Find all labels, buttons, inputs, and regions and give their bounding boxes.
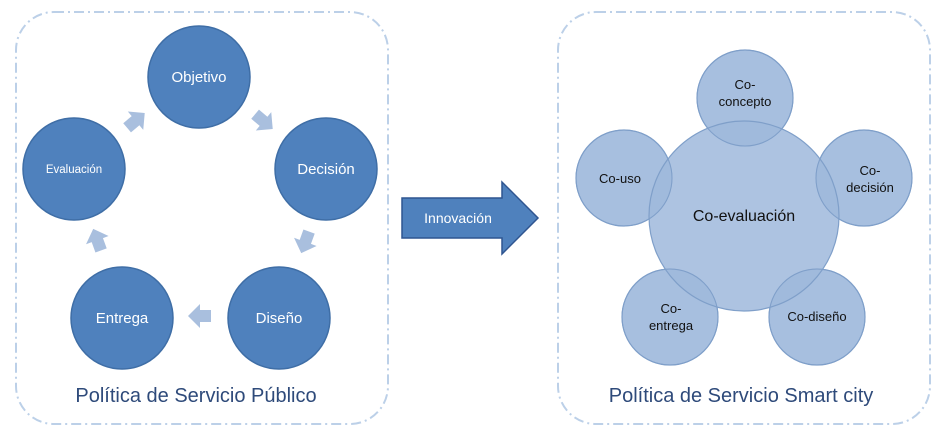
cycle-node-label: Objetivo <box>171 69 226 86</box>
cycle-node-label: Decisión <box>297 161 355 178</box>
right-panel-caption: Política de Servicio Smart city <box>609 385 874 407</box>
satellite-label: Co- <box>735 77 756 92</box>
satellite-label: Co- <box>661 301 682 316</box>
cycle-node-objetivo: Objetivo <box>147 25 251 129</box>
cycle-arrow-entrega-to-evaluacion <box>86 228 109 253</box>
satellite-label: Co-diseño <box>787 309 846 324</box>
satellite-label: concepto <box>719 94 772 109</box>
cycle-node-label: Entrega <box>96 310 149 327</box>
satellite-label: entrega <box>649 318 694 333</box>
cycle-arrow-evaluacion-to-objetivo <box>123 111 145 133</box>
left-panel-frame <box>15 11 389 425</box>
cycle-arrow-diseno-to-entrega <box>188 304 211 328</box>
smart-city-cluster: Co-evaluación Co- concepto Co- decisión … <box>575 49 913 366</box>
satellite-outlines <box>575 49 913 366</box>
cycle-node-label: Evaluación <box>46 164 102 176</box>
satellite-label: decisión <box>846 180 894 195</box>
right-panel-frame <box>557 11 931 425</box>
satellite-label: Co- <box>860 163 881 178</box>
cycle-arrow-decision-to-diseno <box>294 229 317 254</box>
cycle-arrows <box>86 109 317 328</box>
center-circle <box>648 120 840 312</box>
cycle-node-entrega: Entrega <box>70 266 174 370</box>
cycle-node-label: Diseño <box>256 310 303 327</box>
satellite-label: Co-uso <box>599 171 641 186</box>
center-label: Co-evaluación <box>693 208 795 225</box>
cycle-arrow-objetivo-to-decision <box>251 109 273 131</box>
cycle-node-decision: Decisión <box>274 117 378 221</box>
cycle-node-evaluacion: Evaluación <box>22 117 126 221</box>
cycle-node-diseno: Diseño <box>227 266 331 370</box>
right-arrow-icon: Innovación <box>401 180 540 256</box>
left-panel-caption: Política de Servicio Público <box>75 385 316 407</box>
transition-label: Innovación <box>424 210 492 226</box>
